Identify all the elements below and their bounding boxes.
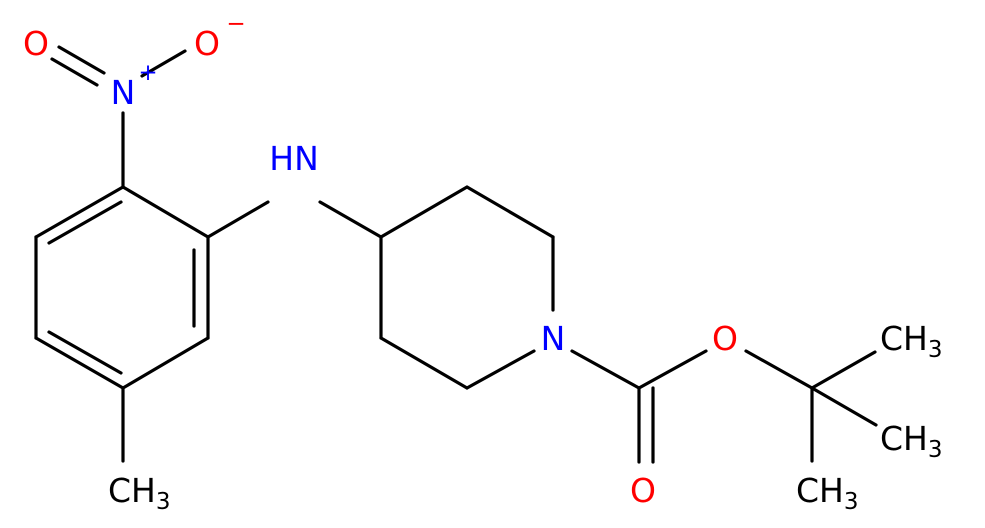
bond-nh-c4pip	[318, 200, 383, 239]
ring-bond-c3-c4	[121, 336, 210, 390]
nitro-n-label: N	[111, 73, 136, 112]
tbu-methyl-top-label: CH3	[880, 319, 943, 363]
ester-o-label: O	[712, 319, 738, 358]
ring-bond-c4-c5-inner	[47, 330, 123, 375]
nitro-group: O O − N +	[23, 11, 246, 189]
bond-o-quaternary-c	[744, 349, 814, 390]
boc-group: O O CH3 CH3 CH3	[570, 319, 943, 515]
bond-qc-methyl-mid	[810, 386, 878, 427]
bond-carbonyl-c-o-ester	[637, 349, 708, 390]
nitro-o-left-label: O	[23, 24, 49, 63]
amine-linker: HN	[206, 139, 383, 239]
nitro-o-right-label: O	[194, 24, 220, 63]
pip-bond-c4-c3	[379, 185, 469, 239]
benzene-ring	[34, 185, 210, 390]
piperidine-ring: N	[379, 185, 566, 390]
ring-bond-c4-c5	[34, 336, 125, 390]
ring-bond-c1-c2	[121, 185, 210, 239]
tbu-methyl-bot-label: CH3	[796, 471, 859, 515]
aryl-methyl-label: CH3	[108, 471, 171, 515]
bond-nitro-n-o-left-b	[50, 57, 99, 87]
bond-nitro-n-o-left-a	[57, 45, 106, 75]
pip-bond-c3-c2	[465, 185, 555, 239]
pip-bond-c6-c5	[379, 336, 469, 390]
nitro-n-charge-label: +	[138, 60, 157, 86]
ring-bond-c6-c1-inner	[47, 200, 123, 245]
tbu-methyl-mid-label: CH3	[880, 419, 943, 463]
bond-qc-methyl-top	[810, 350, 877, 390]
bond-nitro-n-o-right	[140, 49, 187, 78]
aryl-methyl: CH3	[108, 386, 171, 515]
ring-bond-c6-c1	[34, 185, 125, 239]
pip-bond-n-c6	[465, 349, 536, 390]
bond-n-carbonyl-c	[570, 349, 641, 390]
piperidine-n-label: N	[541, 319, 566, 358]
bond-c2-nh	[206, 200, 270, 239]
carbonyl-o-label: O	[630, 471, 656, 510]
amine-nh-label: HN	[269, 139, 319, 178]
nitro-o-charge-label: −	[226, 11, 245, 37]
